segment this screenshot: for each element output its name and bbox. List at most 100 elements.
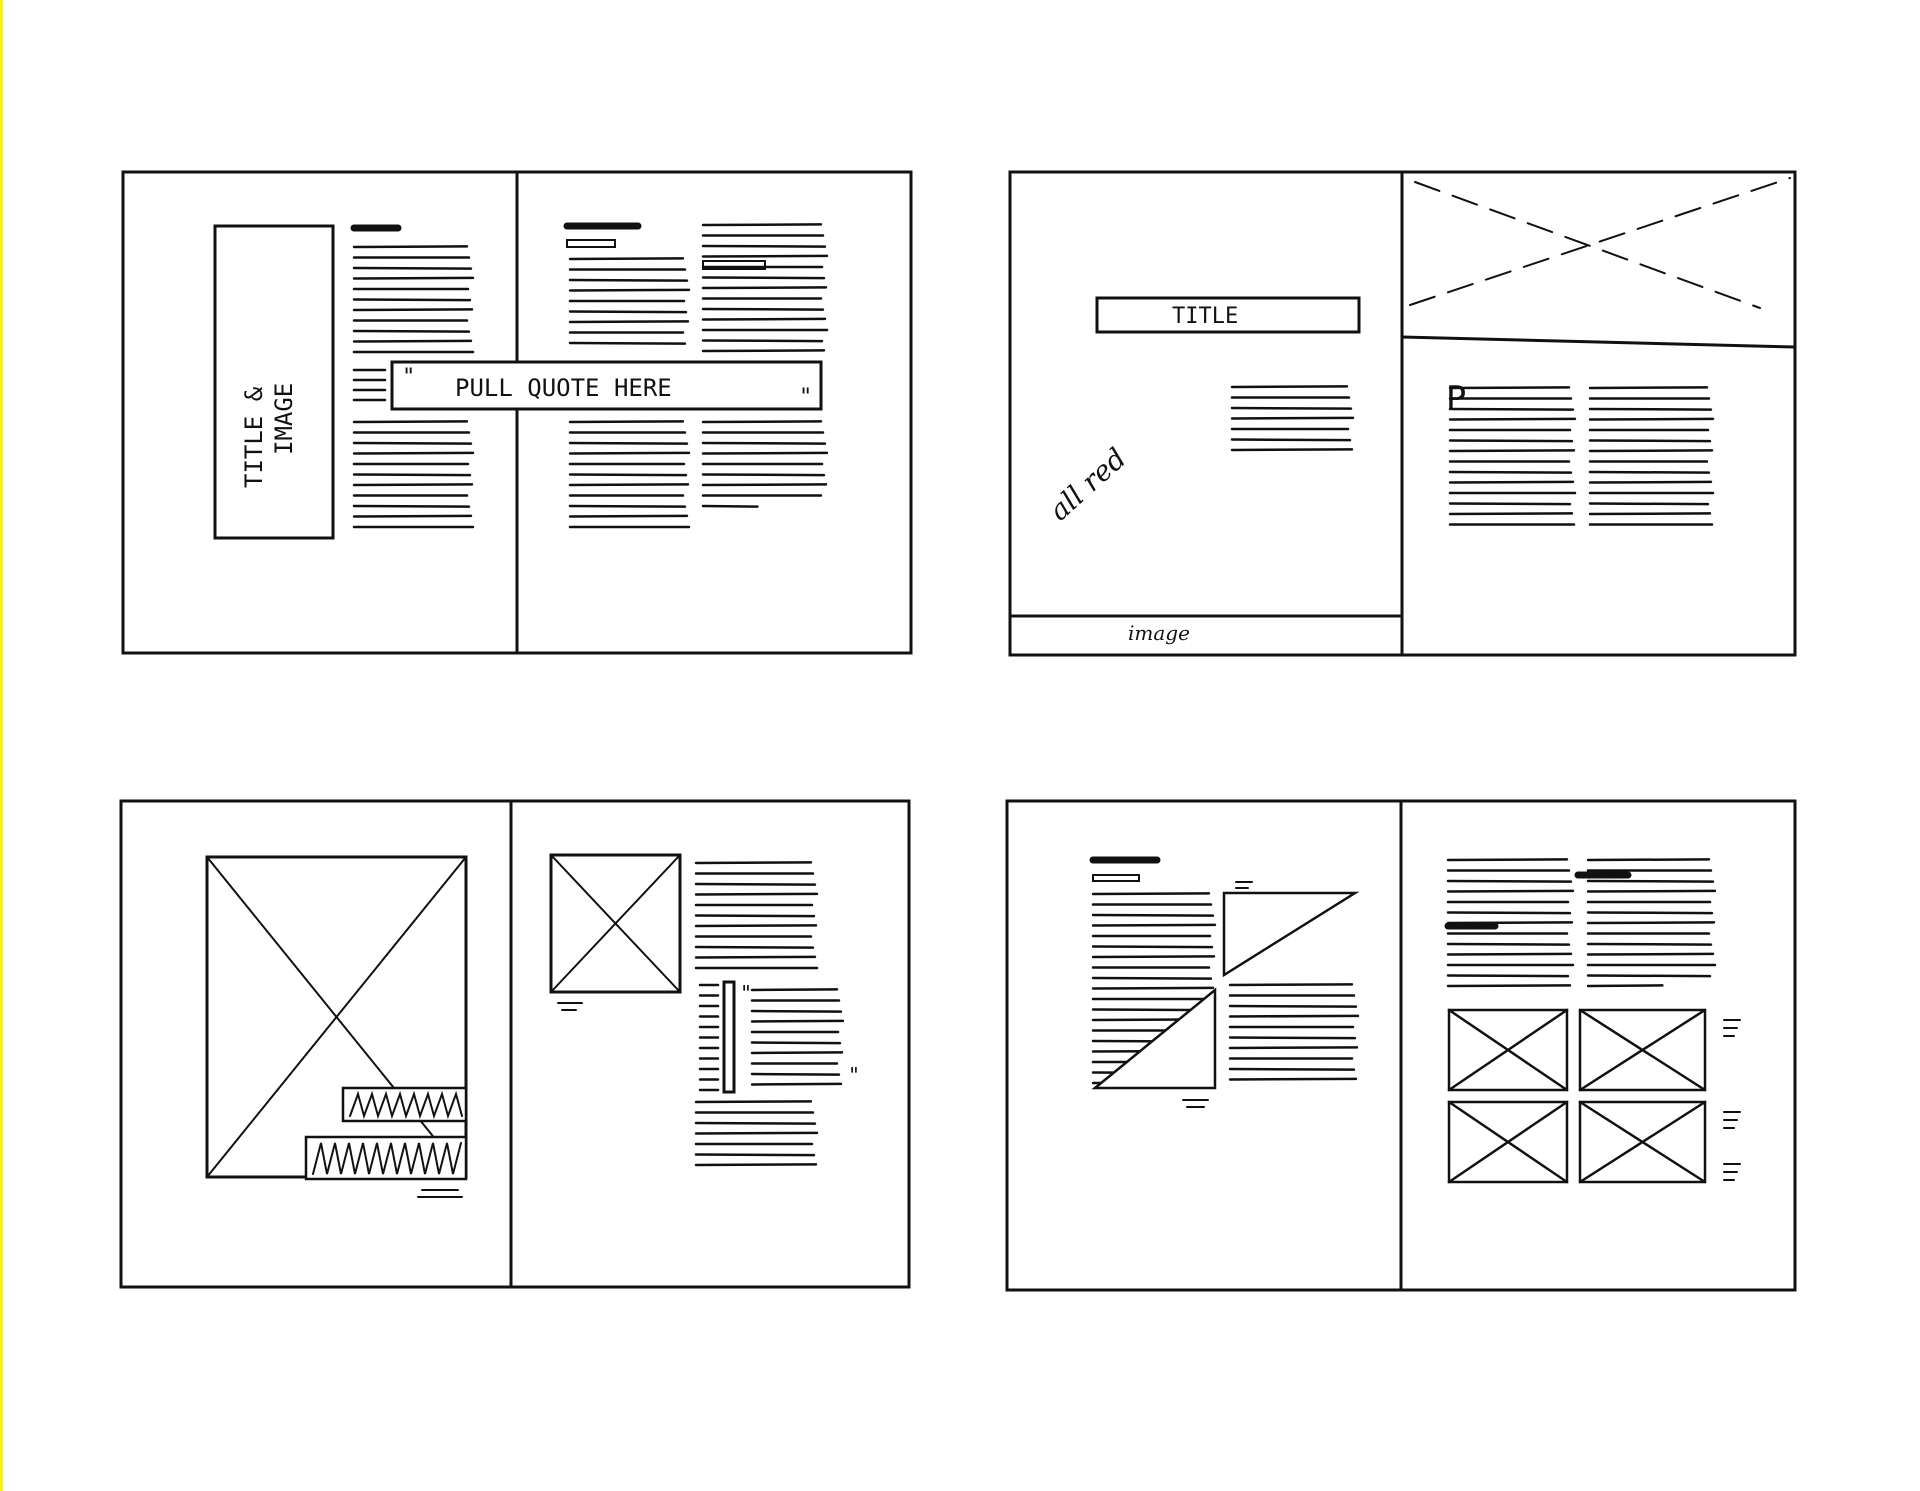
- text-column: [698, 983, 845, 1092]
- text-line: [750, 1072, 841, 1076]
- text-column: [352, 245, 475, 354]
- text-line: [694, 1153, 816, 1157]
- text-line: [352, 483, 474, 487]
- text-line: [694, 1131, 819, 1135]
- text-line: [750, 1082, 843, 1086]
- pull-quote-box: [390, 360, 823, 411]
- image-cross: [1447, 1100, 1569, 1184]
- vertical-quote-bar: [722, 980, 736, 1094]
- spread-1: TITLE & IMAGE " PULL QUOTE HERE ": [121, 170, 913, 655]
- text-line: [1228, 1004, 1358, 1008]
- text-line: [1586, 974, 1712, 978]
- text-line: [694, 1100, 813, 1104]
- text-line: [694, 955, 817, 959]
- image-placeholder-dashed: [1414, 181, 1761, 309]
- text-line: [1091, 913, 1215, 917]
- text-line: [352, 266, 473, 270]
- text-line: [1091, 923, 1217, 927]
- text-line: [1230, 416, 1355, 420]
- small-image-placeholder: [549, 853, 682, 994]
- text-line: [1448, 480, 1575, 484]
- text-line: [1588, 512, 1712, 516]
- image-cross: [1578, 1008, 1707, 1092]
- text-column: [701, 420, 829, 508]
- quote-mark-open: ": [740, 981, 752, 1005]
- text-column: [568, 257, 691, 345]
- yellow-paper-edge: [0, 0, 3, 1491]
- handwritten-note: all red: [1043, 442, 1133, 528]
- text-line: [1448, 407, 1575, 411]
- text-line: [568, 341, 687, 345]
- text-line: [701, 276, 826, 280]
- text-line: [1448, 512, 1574, 516]
- text-line: [750, 988, 839, 992]
- text-column: [352, 368, 475, 529]
- subhead-box: [702, 260, 766, 270]
- text-line: [1448, 502, 1572, 506]
- text-line: [352, 451, 475, 455]
- text-line: [1230, 385, 1349, 389]
- text-line: [1448, 417, 1577, 421]
- text-line: [701, 349, 826, 353]
- text-line: [1446, 984, 1572, 988]
- hatch-scribble: [349, 1090, 463, 1120]
- text-column: [1228, 983, 1360, 1081]
- text-line: [1230, 448, 1354, 452]
- text-line: [1588, 417, 1715, 421]
- text-line: [352, 504, 471, 508]
- text-line: [568, 310, 688, 314]
- text-line: [694, 861, 813, 865]
- text-line: [1091, 955, 1216, 959]
- subhead-box: [566, 239, 616, 248]
- text-line: [1228, 1067, 1356, 1071]
- text-line: [1448, 449, 1576, 453]
- text-line: [352, 276, 475, 280]
- pull-quote-text: PULL QUOTE HERE: [455, 374, 672, 402]
- text-line: [694, 924, 818, 928]
- text-column: [694, 861, 819, 970]
- text-line: [1446, 974, 1570, 978]
- subhead-box: [1092, 874, 1140, 882]
- text-line: [701, 339, 824, 343]
- text-line: [1230, 406, 1353, 410]
- text-line: [1091, 892, 1211, 896]
- spread-2-image-divider: [1400, 335, 1797, 349]
- text-line: [352, 514, 473, 518]
- text-line: [1586, 921, 1716, 925]
- pull-quote-open-mark: ": [402, 365, 415, 390]
- text-line: [750, 1009, 843, 1013]
- hatched-caption-bar: [304, 1135, 468, 1181]
- text-column: [1446, 858, 1575, 988]
- grid-image-placeholder: [1578, 1008, 1707, 1092]
- text-line: [1228, 1036, 1357, 1040]
- title-image-label-line1: TITLE &: [240, 386, 268, 488]
- text-line: [701, 451, 829, 455]
- text-line: [352, 308, 474, 312]
- grid-image-placeholder: [1578, 1100, 1707, 1184]
- text-line: [1446, 858, 1569, 862]
- image-cross: [1447, 1008, 1569, 1092]
- text-line: [1588, 386, 1709, 390]
- text-line: [1230, 438, 1352, 442]
- text-line: [1586, 889, 1717, 893]
- text-line: [1588, 439, 1712, 443]
- text-line: [750, 1041, 842, 1045]
- text-line: [1446, 942, 1571, 946]
- text-line: [568, 288, 691, 292]
- text-line: [1588, 449, 1714, 453]
- triangle-image-lower: [1091, 987, 1217, 1090]
- text-line: [1091, 976, 1213, 980]
- text-line: [1586, 984, 1664, 988]
- handwritten-image-note: image: [1128, 621, 1190, 645]
- image-grid: [1447, 1008, 1707, 1184]
- grid-image-placeholder: [1447, 1100, 1569, 1184]
- text-line: [568, 473, 688, 477]
- text-line: [1091, 986, 1215, 990]
- text-line: [1091, 945, 1214, 949]
- spread-2: TITLE P all red image: [1008, 170, 1797, 657]
- text-line: [694, 914, 816, 918]
- text-line: [701, 244, 827, 248]
- text-line: [1588, 480, 1713, 484]
- text-line: [1588, 502, 1710, 506]
